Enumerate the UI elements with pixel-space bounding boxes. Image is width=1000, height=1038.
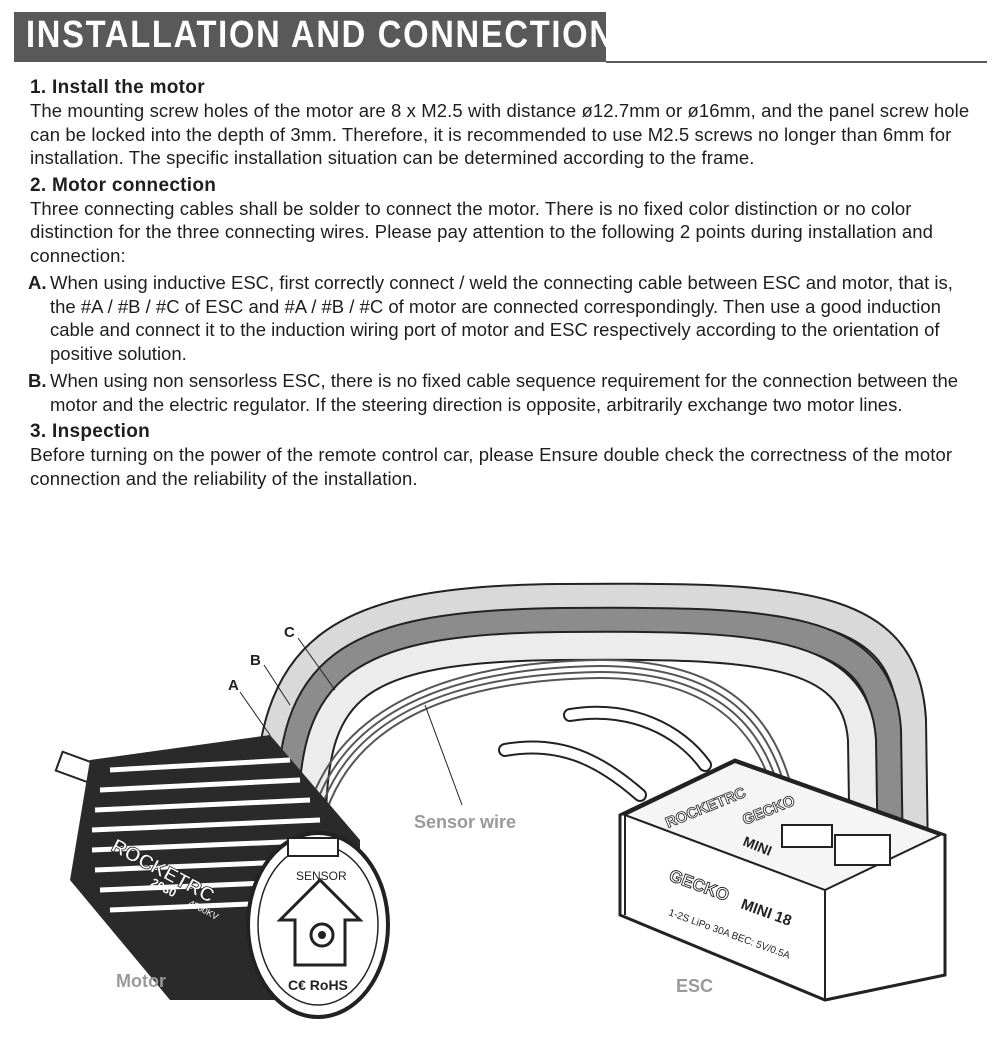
section-heading-inspection: 3. Inspection [30,421,151,442]
motor-sensor-text: SENSOR [296,869,347,883]
wiring-diagram: SENSOR C€ RoHS ROCKETRC 2030 4500KV ROCK… [54,582,947,1019]
sensor-wire-label: Sensor wire [414,812,516,832]
list-item: A. When using inductive ESC, first corre… [28,271,980,365]
header-bar [14,12,606,62]
motor: SENSOR C€ RoHS ROCKETRC 2030 4500KV [54,735,390,1019]
sensor-wire [299,658,801,846]
list-item-text: When using non sensorless ESC, there is … [50,370,959,415]
instructions-content: 1. Install the motor The mounting screw … [28,76,980,494]
section-heading-connection: 2. Motor connection [30,174,217,196]
list-marker: A. [28,272,47,293]
section-heading-install: 1. Install the motor [30,77,205,98]
wire-label-b: B [250,652,261,669]
motor-label: Motor [116,971,166,991]
section-body-connection: Three connecting cables shall be solder … [30,197,934,266]
wire-label-a: A [228,677,239,694]
section-body-install: The mounting screw holes of the motor ar… [30,100,970,168]
motor-cert-text: C€ RoHS [288,977,348,993]
esc: ROCKETRC GECKO MINI GECKO MINI 18 1-2S L… [498,705,947,1002]
header-rule [606,61,987,63]
list-item-text: When using inductive ESC, first correctl… [50,272,953,364]
wire-label-c: C [284,624,295,641]
esc-label: ESC [676,976,713,996]
section-body-inspection: Before turning on the power of the remot… [30,444,953,489]
phase-cables [253,582,930,945]
page-title: INSTALLATION AND CONNECTION [26,14,615,56]
list-marker: B. [28,370,47,391]
list-item: B. When using non sensorless ESC, there … [28,369,980,416]
callout-lines [239,637,463,806]
